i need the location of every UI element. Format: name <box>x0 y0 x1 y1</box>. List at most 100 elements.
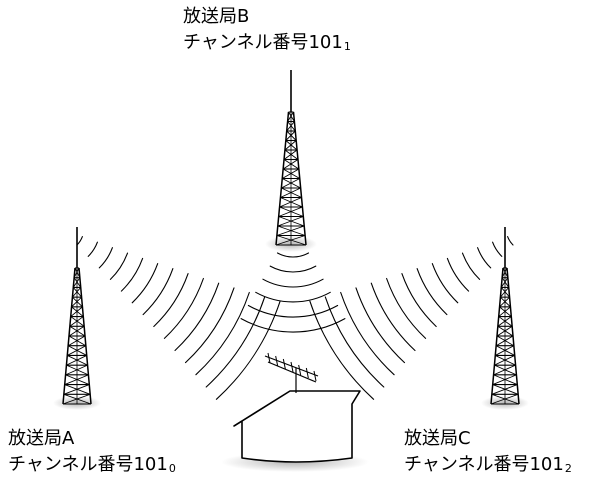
tower-brace <box>67 335 86 347</box>
wave-arc <box>416 268 448 316</box>
tower-brace <box>62 393 91 405</box>
wave-arc <box>276 252 310 258</box>
tower-brace <box>285 140 298 151</box>
wave-arc <box>446 257 470 292</box>
wave-arc <box>163 277 204 339</box>
tower-brace <box>65 364 88 376</box>
tower-brace <box>275 235 306 246</box>
tower-brace <box>72 287 82 298</box>
wave-arc <box>215 300 281 400</box>
tower-brace <box>70 316 85 327</box>
tower-brace <box>278 206 303 217</box>
tower-brace <box>70 306 83 317</box>
tower-b <box>275 70 307 246</box>
tower-brace <box>500 287 510 298</box>
wave-arc <box>355 287 406 364</box>
tower-brace <box>286 130 297 141</box>
wave-arc <box>247 304 339 318</box>
station-c-label: 放送局C チャンネル番号1012 <box>404 426 572 480</box>
tower-brace <box>276 225 305 236</box>
wave-arc <box>109 252 129 280</box>
wave-arc <box>240 318 346 333</box>
antenna-rod <box>275 355 279 367</box>
tower-brace <box>498 306 511 317</box>
tower-brace <box>497 325 514 337</box>
wave-arc <box>195 291 250 376</box>
wave-arc <box>477 247 492 269</box>
tower-brace <box>498 316 513 327</box>
station-b-channel: チャンネル番号1011 <box>183 32 351 53</box>
station-b-label: 放送局B チャンネル番号1011 <box>183 4 351 58</box>
tower-c <box>490 227 520 405</box>
wave-arc <box>431 263 459 304</box>
wave-arc <box>386 277 427 339</box>
signal-waves-b <box>240 252 346 333</box>
wave-arc <box>324 296 385 388</box>
signal-waves-c <box>309 236 514 400</box>
tower-brace <box>499 296 510 308</box>
wave-arc <box>87 241 98 257</box>
wave-arc <box>309 300 375 400</box>
tower-brace <box>277 216 304 227</box>
tower-brace <box>495 335 514 347</box>
signal-waves-a <box>76 236 281 400</box>
tower-brace <box>284 140 297 151</box>
wave-arc <box>401 273 437 328</box>
station-c-channel: チャンネル番号1012 <box>404 454 572 475</box>
tower-brace <box>492 374 517 385</box>
tower-brace <box>493 364 516 376</box>
tower-brace <box>491 384 518 395</box>
tower-brace <box>73 277 82 288</box>
tv-antenna-icon <box>264 355 319 393</box>
antenna-rod <box>267 352 271 364</box>
wave-arc <box>340 291 395 376</box>
tower-brace <box>64 374 89 385</box>
wave-arc <box>461 252 481 280</box>
wave-arc <box>98 247 113 269</box>
antenna-rod <box>305 367 309 379</box>
tower-brace <box>74 267 81 278</box>
house-roof-line <box>233 420 243 427</box>
station-b-name: 放送局B <box>183 6 250 27</box>
station-c-name: 放送局C <box>404 428 471 449</box>
tower-brace <box>71 296 82 308</box>
house <box>233 390 361 463</box>
tower-a <box>62 227 92 405</box>
station-a-label: 放送局A チャンネル番号1010 <box>8 426 176 480</box>
house-outline <box>233 390 361 463</box>
tower-brace <box>283 149 298 160</box>
tower-brace <box>496 325 513 337</box>
tower-brace <box>494 355 515 366</box>
tower-brace <box>66 355 87 366</box>
antenna-rod <box>282 358 286 370</box>
tower-brace <box>72 296 83 308</box>
tower-brace <box>63 384 90 395</box>
tower-brace <box>67 345 87 356</box>
wave-arc <box>269 265 317 273</box>
tower-brace <box>284 149 299 160</box>
tower-brace <box>282 168 300 179</box>
tower-brace <box>283 159 300 170</box>
station-a-channel: チャンネル番号1010 <box>8 454 176 475</box>
tower-brace <box>500 296 511 308</box>
antenna-elements <box>267 352 317 382</box>
tower-brace <box>500 277 509 288</box>
tower-brace <box>285 130 296 141</box>
tower-brace <box>69 316 84 327</box>
tower-brace <box>500 287 510 298</box>
wave-arc <box>262 278 324 288</box>
tower-brace <box>68 325 85 337</box>
wave-arc <box>205 296 266 388</box>
tower-brace <box>497 316 512 327</box>
tower-brace <box>495 345 515 356</box>
station-a-name: 放送局A <box>8 428 75 449</box>
wave-arc <box>507 236 514 246</box>
tower-brace <box>502 267 509 278</box>
tower-brace <box>287 121 296 132</box>
antenna-rod <box>298 364 302 376</box>
antenna-rod <box>313 370 317 382</box>
tower-brace <box>490 393 519 405</box>
tower-brace <box>286 121 295 132</box>
wave-arc <box>76 236 83 246</box>
